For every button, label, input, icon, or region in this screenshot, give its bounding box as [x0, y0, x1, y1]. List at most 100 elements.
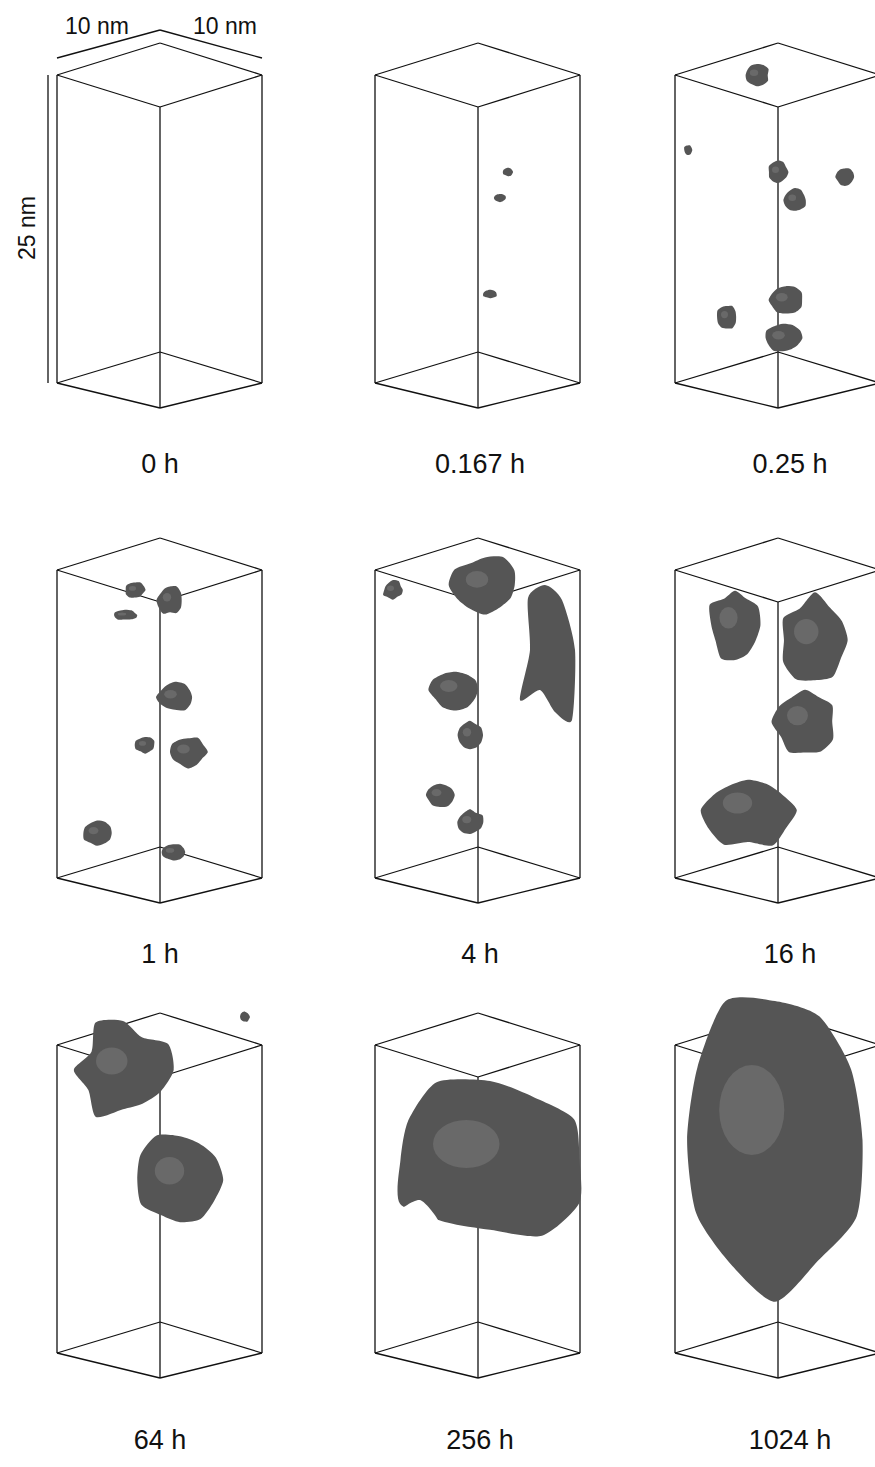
box-edge [261, 1045, 262, 1353]
box-edge [478, 383, 580, 408]
box-edge [778, 570, 875, 602]
box-edge [778, 75, 875, 107]
box-edge [57, 570, 160, 602]
precipitate [687, 997, 863, 1302]
box-edge [261, 75, 262, 383]
precipitate [766, 324, 803, 352]
box-edge [159, 1077, 160, 1378]
box-edge [375, 878, 478, 903]
box-edge [57, 383, 160, 408]
precipitate-shading [89, 827, 99, 834]
dimension-line [47, 75, 48, 383]
precipitate [426, 784, 455, 807]
precipitate [783, 592, 848, 681]
precipitate-shading [163, 593, 171, 601]
precipitate [137, 1135, 223, 1223]
box-edge [57, 352, 160, 383]
precipitate-shading [463, 728, 471, 736]
box-edge [56, 75, 57, 383]
box-edge [374, 1045, 375, 1353]
precipitate-shading [177, 745, 190, 754]
box-edge [56, 1045, 57, 1353]
box-edge [778, 383, 875, 408]
box-edge [160, 43, 262, 75]
box-edge [579, 570, 580, 878]
box-edge [675, 538, 778, 570]
precipitate [701, 780, 797, 846]
precipitate-shading [794, 619, 819, 644]
box-edge [374, 570, 375, 878]
precipitate-shading [387, 586, 394, 591]
precipitate-shading [787, 706, 808, 725]
precipitate [494, 194, 506, 202]
precipitate-shading [772, 167, 779, 174]
box-edge [57, 43, 160, 75]
dimension-label: 25 nm [16, 196, 39, 260]
precipitate-shading [118, 613, 126, 616]
precipitate [83, 820, 111, 845]
precipitate [684, 145, 692, 155]
precipitate [709, 591, 760, 661]
box-edge [160, 1045, 262, 1077]
precipitate-shading [164, 690, 177, 698]
precipitate-shading [432, 789, 442, 796]
precipitate-shading [96, 1048, 128, 1075]
box-edge [375, 43, 478, 75]
precipitate-shading [719, 607, 737, 629]
box-edge [261, 570, 262, 878]
precipitate-shading [166, 848, 174, 853]
precipitate [156, 682, 192, 711]
box-edge [159, 602, 160, 903]
time-label: 0.167 h [435, 451, 525, 478]
precipitate [170, 737, 208, 768]
precipitate-shading [462, 816, 471, 823]
box-edge [160, 878, 262, 903]
precipitate-shading [433, 1120, 500, 1168]
box-edge [777, 602, 778, 903]
box-edge [160, 1353, 262, 1378]
box-edge [57, 847, 160, 878]
box-edge [675, 1322, 778, 1353]
time-label: 64 h [134, 1427, 187, 1454]
precipitate [520, 585, 575, 722]
time-label: 0.25 h [752, 451, 827, 478]
box-edge [478, 75, 580, 107]
precipitate [383, 580, 403, 600]
box-edge [778, 1322, 875, 1353]
box-edge [778, 878, 875, 903]
precipitate-shading [440, 680, 458, 692]
box-edge [675, 878, 778, 903]
time-label: 4 h [461, 941, 499, 968]
precipitate-shading [788, 195, 796, 202]
box-edge [675, 383, 778, 408]
precipitate [772, 690, 834, 753]
time-label: 16 h [764, 941, 817, 968]
precipitate [769, 286, 803, 313]
precipitate-cut [394, 1200, 440, 1246]
box-edge [375, 1322, 478, 1353]
precipitate [135, 737, 155, 754]
precipitate [483, 290, 497, 298]
box-edge [375, 352, 478, 383]
box-edge [375, 1045, 478, 1077]
precipitate [503, 168, 513, 176]
box-edge [675, 847, 778, 878]
precipitate-shading [723, 793, 752, 814]
precipitate-shading [776, 293, 788, 301]
box-edge [579, 75, 580, 383]
box-edge [478, 1013, 580, 1045]
precipitate [428, 672, 478, 711]
box-edge [57, 1353, 160, 1378]
precipitate [783, 188, 806, 211]
box-edge [477, 107, 478, 408]
box-edge [375, 75, 478, 107]
precipitate [769, 161, 789, 183]
box-edge [57, 1322, 160, 1353]
box-edge [478, 1322, 580, 1353]
precipitate [458, 721, 483, 750]
box-edge [478, 878, 580, 903]
precipitate-shading [750, 70, 758, 77]
box-edge [478, 1353, 580, 1378]
box-edge [675, 1353, 778, 1378]
